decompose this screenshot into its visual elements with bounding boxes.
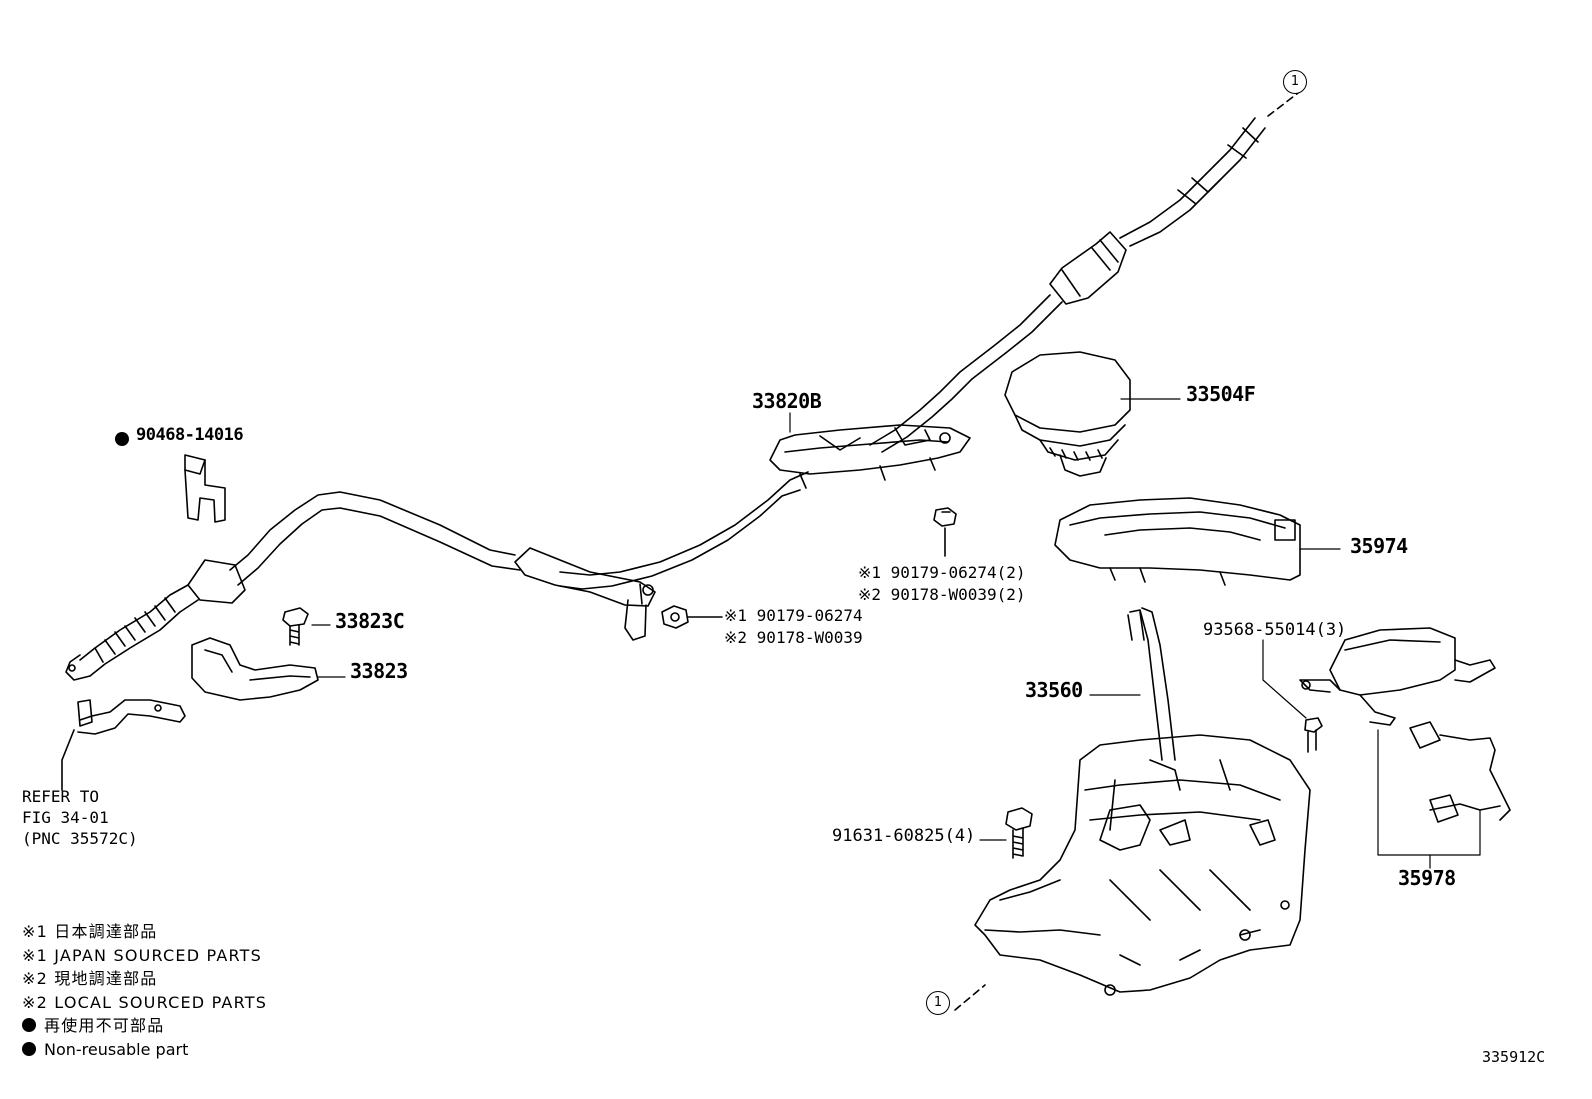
label-nut-lower-line1: ※1 90179-06274 — [724, 606, 863, 625]
upper-nut — [933, 507, 957, 557]
part-93568-screw — [1304, 717, 1323, 753]
label-91631-60825: 91631-60825(4) — [832, 826, 976, 846]
refer-to-line3: (PNC 35572C) — [22, 829, 138, 848]
part-33560-shift-lever-assy — [974, 607, 1311, 996]
label-33820B: 33820B — [752, 389, 822, 413]
reference-marker-upper: 1 — [1283, 70, 1307, 94]
nonreusable-dot-icon — [22, 1041, 36, 1056]
label-33504F: 33504F — [1186, 382, 1256, 406]
label-33823C: 33823C — [335, 609, 405, 633]
refer-to-line1: REFER TO — [22, 787, 100, 806]
part-33820B-bracket — [769, 424, 971, 489]
refer-to-note: REFER TO FIG 34-01 (PNC 35572C) — [22, 786, 138, 849]
legend-nonreusable-jp-row: 再使用不可部品 — [22, 1014, 267, 1038]
legend-nonreusable-jp: 再使用不可部品 — [44, 1016, 165, 1035]
legend-nonreusable-en-row: Non-reusable part — [22, 1038, 267, 1062]
legend-local-jp: ※2 現地調達部品 — [22, 969, 158, 988]
part-35978-indicator — [1299, 627, 1511, 823]
label-33823: 33823 — [350, 659, 408, 683]
label-90468-14016: 90468-14016 — [136, 425, 244, 445]
reference-dash-upper — [1267, 89, 1303, 117]
reference-dash-lower — [954, 984, 986, 1011]
label-nut-lower-line2: ※2 90178-W0039 — [724, 628, 863, 647]
legend-japan-jp: ※1 日本調達部品 — [22, 922, 158, 941]
nonreusable-dot-90468 — [115, 432, 129, 446]
legend-nonreusable-en: Non-reusable part — [44, 1039, 189, 1059]
label-35978: 35978 — [1398, 866, 1456, 890]
lower-nut — [661, 605, 723, 629]
label-nut-upper-line2: ※2 90178-W0039(2) — [858, 585, 1026, 604]
label-93568-55014: 93568-55014(3) — [1203, 620, 1347, 640]
shift-cable — [65, 117, 1266, 681]
legend-local-en: ※2 LOCAL SOURCED PARTS — [22, 992, 268, 1012]
part-33823C-bolt — [282, 607, 309, 646]
label-33560: 33560 — [1025, 678, 1083, 702]
part-35974-housing — [1054, 497, 1301, 586]
refer-to-line2: FIG 34-01 — [22, 808, 109, 827]
legend: ※1 日本調達部品 ※1 JAPAN SOURCED PARTS ※2 現地調達… — [22, 920, 267, 1061]
figure-id: 335912C — [1482, 1048, 1546, 1066]
part-90468-clip — [184, 454, 226, 523]
reference-marker-lower: 1 — [926, 991, 950, 1015]
nonreusable-dot-icon — [22, 1018, 36, 1032]
label-nut-upper-line1: ※1 90179-06274(2) — [858, 563, 1026, 582]
reference-lever — [61, 699, 186, 791]
part-33504F-shift-knob — [1004, 351, 1131, 477]
part-91631-bolt — [1005, 807, 1033, 859]
part-33823-bracket — [191, 637, 319, 701]
leader-lines — [311, 398, 1481, 869]
label-35974: 35974 — [1350, 534, 1408, 558]
legend-japan-en: ※1 JAPAN SOURCED PARTS — [22, 945, 263, 965]
